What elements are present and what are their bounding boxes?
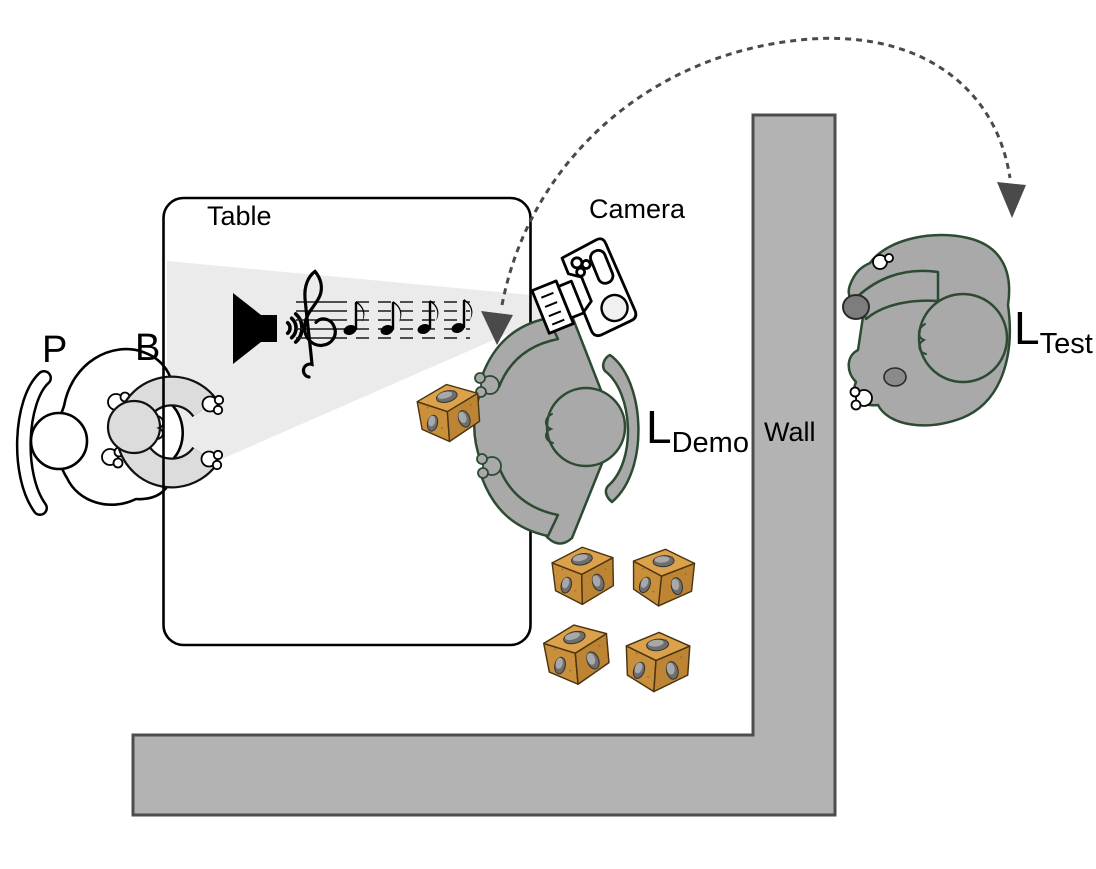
learner-test-head	[917, 292, 1009, 384]
learner-test-label-sub: Test	[1039, 328, 1093, 360]
learner-test-label-main: L	[1014, 302, 1040, 354]
learner-demo-label-main: L	[646, 401, 672, 453]
musical-staff-icon	[296, 269, 473, 379]
table-label: Table	[207, 201, 272, 231]
camera-icon	[530, 237, 638, 338]
dashed-arrow-video-link	[481, 36, 1026, 345]
toy-block	[629, 546, 697, 609]
learner-demo-head	[545, 386, 627, 468]
learner-demo-label: LDemo	[646, 401, 749, 458]
camera-label: Camera	[589, 194, 686, 224]
eighth-note-icon	[343, 301, 365, 335]
learner-test-figure	[842, 233, 1012, 427]
learner-test-label: LTest	[1014, 302, 1093, 359]
person-b-figure	[106, 375, 225, 489]
toy-block	[415, 380, 484, 446]
eighth-note-icon	[451, 299, 473, 333]
treble-clef-icon	[301, 269, 337, 379]
person-b-hand	[200, 449, 224, 471]
person-p-label: P	[42, 329, 68, 371]
toy-block	[624, 630, 691, 694]
speaker-icon	[233, 293, 304, 364]
person-b-label: B	[135, 327, 161, 369]
eighth-note-icon	[417, 300, 439, 334]
eighth-note-icon	[380, 301, 402, 335]
learner-demo-figure	[473, 309, 640, 545]
wall-and-floor	[131, 113, 837, 817]
toy-block	[541, 620, 613, 689]
learner-test-arm-tip	[842, 294, 870, 320]
toy-block	[550, 544, 616, 607]
learner-demo-hand	[474, 372, 500, 398]
learner-test-hand	[849, 386, 873, 411]
chair-back-arc	[601, 353, 640, 504]
arrowhead-right	[997, 182, 1026, 218]
wall-label: Wall	[764, 417, 816, 447]
learner-demo-label-sub: Demo	[671, 427, 749, 459]
person-b-hand	[201, 394, 225, 416]
learner-test-object	[883, 367, 907, 387]
arrowhead-left	[481, 311, 513, 345]
learner-test-hand	[872, 253, 894, 270]
learner-demo-hand	[476, 453, 502, 479]
